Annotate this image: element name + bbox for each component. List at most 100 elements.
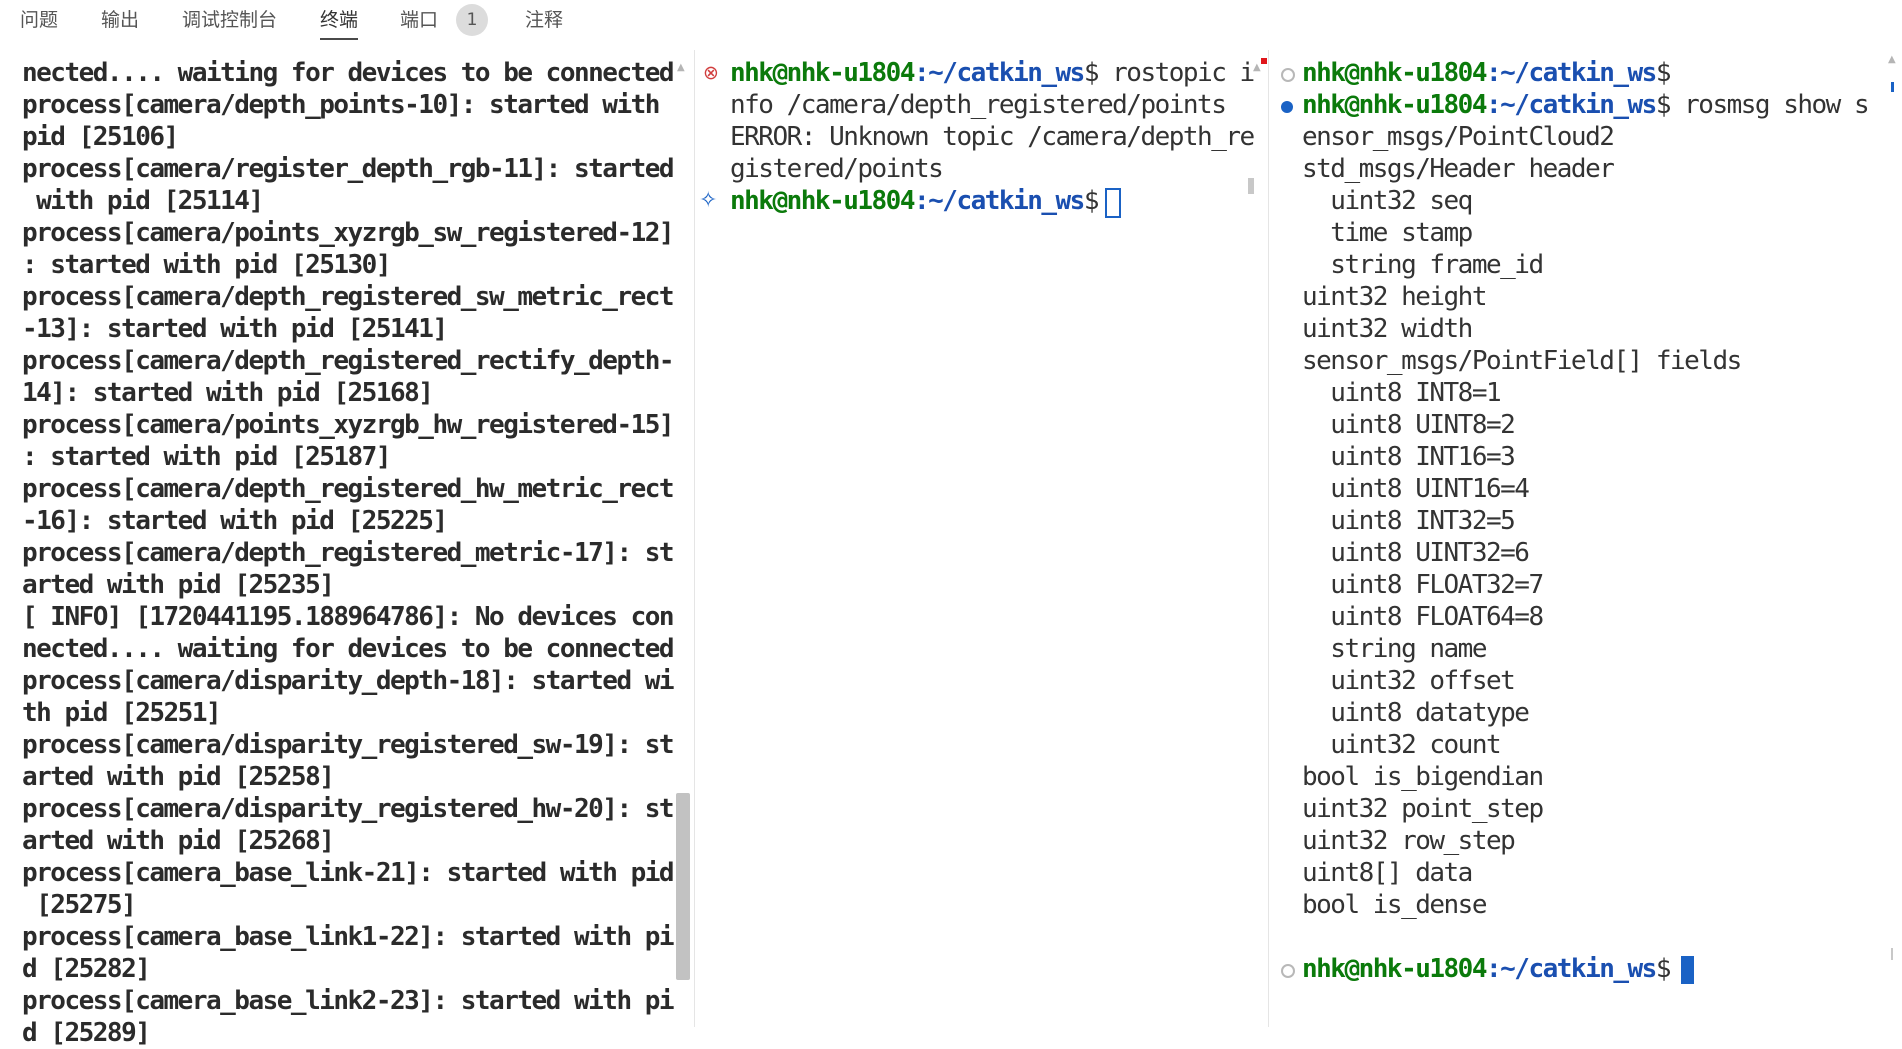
terminal-output: nhk@nhk-u1804:~/catkin_ws$ nhk@nhk-u1804… — [1302, 57, 1870, 985]
output-line: uint32 seq — [1302, 186, 1473, 216]
scroll-up-arrow-icon[interactable]: ▲ — [677, 62, 685, 73]
output-line: arted with pid [25258] — [22, 762, 335, 792]
terminal-pane-1[interactable]: nected.... waiting for devices to be con… — [22, 50, 675, 1048]
ports-count-badge: 1 — [456, 4, 488, 36]
output-line: arted with pid [25235] — [22, 570, 335, 600]
output-line: nected.... waiting for devices to be con… — [22, 58, 675, 88]
prompt-user: nhk@nhk-u1804 — [730, 58, 916, 88]
output-line: time stamp — [1302, 218, 1473, 248]
output-line: process[camera_base_link1-22]: started w… — [22, 922, 675, 952]
error-circle-icon: ⊗ — [703, 62, 719, 84]
tab-debug-console[interactable]: 调试控制台 — [182, 9, 278, 31]
tab-output[interactable]: 输出 — [101, 9, 140, 31]
output-line: nected.... waiting for devices to be con… — [22, 634, 675, 664]
output-line: process[camera/points_xyzrgb_sw_register… — [22, 218, 675, 248]
output-line: uint8 INT32=5 — [1302, 506, 1516, 536]
output-line: [ INFO] [1720441195.188964786]: No devic… — [22, 602, 675, 632]
output-line: : started with pid [25130] — [22, 250, 392, 280]
command-text: rostopic i — [1098, 58, 1255, 88]
pane-divider[interactable] — [694, 50, 695, 1027]
panel-tab-bar: 问题 输出 调试控制台 终端 端口 1 注释 — [0, 0, 1902, 42]
prompt-user: nhk@nhk-u1804 — [1302, 58, 1488, 88]
output-line: -16]: started with pid [25225] — [22, 506, 448, 536]
prompt-line: nhk@nhk-u1804:~/catkin_ws$ — [1302, 953, 1868, 985]
scroll-up-arrow-icon[interactable]: ▲ — [1253, 62, 1261, 73]
output-line: process[camera/disparity_registered_sw-1… — [22, 730, 675, 760]
pane-divider[interactable] — [1268, 50, 1269, 1027]
output-line: [25275] — [22, 890, 137, 920]
output-line: uint32 row_step — [1302, 826, 1516, 856]
prompt-symbol: $ — [1083, 58, 1100, 88]
prompt-path: :~/catkin_ws — [914, 58, 1085, 88]
output-line: d [25282] — [22, 954, 151, 984]
terminal-1-scrollbar-thumb[interactable] — [676, 793, 690, 980]
sparkle-icon[interactable]: ✧ — [699, 188, 718, 213]
output-line: process[camera/depth_registered_metric-1… — [22, 538, 675, 568]
terminal-cursor — [1681, 956, 1694, 984]
prompt-path: :~/catkin_ws — [1486, 58, 1657, 88]
output-line: uint8 UINT8=2 — [1302, 410, 1516, 440]
command-line: nhk@nhk-u1804:~/catkin_ws$ rosmsg show s — [1302, 89, 1870, 121]
output-line: process[camera_base_link-21]: started wi… — [22, 858, 675, 888]
command-line: nhk@nhk-u1804:~/catkin_ws$ rostopic i — [730, 57, 1255, 89]
prompt-symbol: $ — [1655, 58, 1672, 88]
tab-comments[interactable]: 注释 — [525, 9, 564, 31]
prompt-symbol: $ — [1655, 90, 1672, 120]
output-line: uint32 width — [1302, 314, 1473, 344]
prompt-path: :~/catkin_ws — [914, 186, 1085, 216]
output-line: uint8 INT8=1 — [1302, 378, 1501, 408]
output-line: uint32 count — [1302, 730, 1501, 760]
terminal-pane-3[interactable]: nhk@nhk-u1804:~/catkin_ws$ nhk@nhk-u1804… — [1275, 50, 1885, 1027]
output-line: process[camera/depth_registered_sw_metri… — [22, 282, 675, 312]
output-line: uint8 UINT32=6 — [1302, 538, 1530, 568]
prompt-user: nhk@nhk-u1804 — [1302, 90, 1488, 120]
output-line: d [25289] — [22, 1018, 151, 1048]
terminal-output: nhk@nhk-u1804:~/catkin_ws$ rostopic i nf… — [730, 57, 1255, 217]
output-line: uint8 UINT16=4 — [1302, 474, 1530, 504]
output-line: process[camera_base_link2-23]: started w… — [22, 986, 675, 1016]
output-line: with pid [25114] — [22, 186, 264, 216]
prompt-path: :~/catkin_ws — [1486, 954, 1657, 984]
output-line: ERROR: Unknown topic /camera/depth_re — [730, 122, 1255, 152]
output-line: arted with pid [25268] — [22, 826, 335, 856]
output-line: process[camera/depth_registered_hw_metri… — [22, 474, 675, 504]
prompt-symbol: $ — [1083, 186, 1100, 216]
tab-terminal[interactable]: 终端 — [320, 0, 359, 42]
prompt-symbol: $ — [1655, 954, 1672, 984]
terminal-3-scrollbar-thumb[interactable] — [1891, 948, 1893, 960]
terminal-cursor — [1105, 188, 1121, 218]
output-line: uint8 FLOAT64=8 — [1302, 602, 1544, 632]
terminal-pane-2[interactable]: nhk@nhk-u1804:~/catkin_ws$ rostopic i nf… — [700, 50, 1260, 1027]
circle-outline-icon — [1281, 68, 1295, 82]
output-line: uint32 offset — [1302, 666, 1516, 696]
scroll-up-arrow-icon[interactable]: ▲ — [1888, 54, 1896, 65]
output-line: pid [25106] — [22, 122, 179, 152]
prompt-user: nhk@nhk-u1804 — [730, 186, 916, 216]
tab-problems[interactable]: 问题 — [20, 9, 59, 31]
overview-ruler-marker — [1261, 58, 1267, 64]
output-line — [1302, 921, 1868, 953]
output-line: bool is_dense — [1302, 890, 1488, 920]
prompt-line: nhk@nhk-u1804:~/catkin_ws$ — [730, 185, 1254, 217]
output-line: process[camera/depth_points-10]: started… — [22, 90, 660, 120]
prompt-line: nhk@nhk-u1804:~/catkin_ws$ — [1302, 57, 1868, 89]
output-line: uint8 datatype — [1302, 698, 1530, 728]
output-line: process[camera/register_depth_rgb-11]: s… — [22, 154, 675, 184]
terminal-2-scrollbar-thumb[interactable] — [1248, 178, 1254, 194]
output-line: : started with pid [25187] — [22, 442, 392, 472]
output-line: ensor_msgs/PointCloud2 — [1302, 122, 1615, 152]
tab-ports[interactable]: 端口 — [400, 9, 439, 31]
output-line: string frame_id — [1302, 250, 1544, 280]
output-line: uint32 height — [1302, 282, 1488, 312]
overview-ruler-marker — [1891, 82, 1894, 92]
command-text: rosmsg show s — [1670, 90, 1870, 120]
output-line: th pid [25251] — [22, 698, 222, 728]
output-line: sensor_msgs/PointField[] fields — [1302, 346, 1742, 376]
output-line: uint8[] data — [1302, 858, 1473, 888]
output-line: uint8 FLOAT32=7 — [1302, 570, 1544, 600]
circle-filled-icon — [1281, 101, 1293, 113]
circle-outline-icon — [1281, 964, 1295, 978]
output-line: process[camera/disparity_registered_hw-2… — [22, 794, 675, 824]
prompt-path: :~/catkin_ws — [1486, 90, 1657, 120]
output-line: uint32 point_step — [1302, 794, 1544, 824]
